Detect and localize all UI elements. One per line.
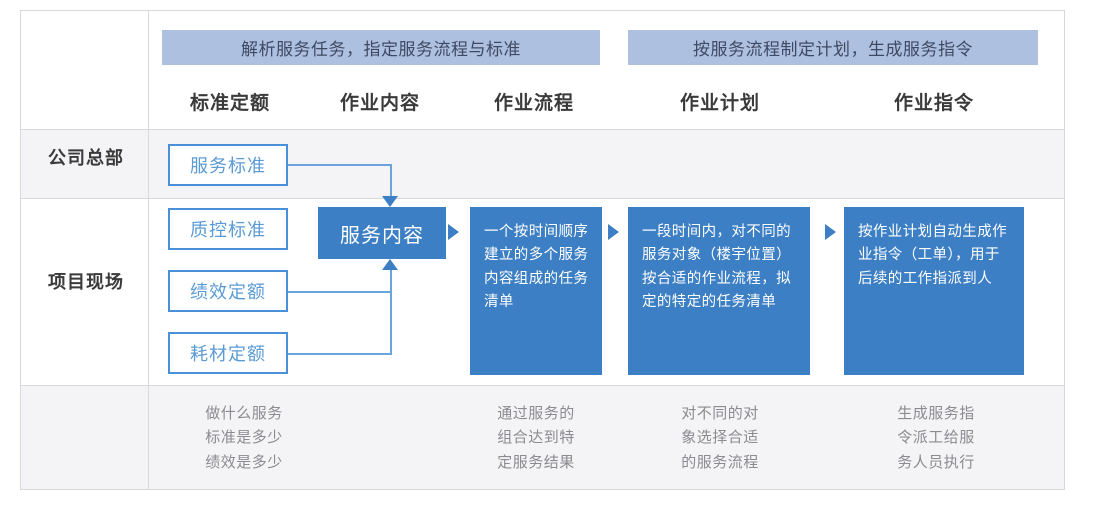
connector-performance-horizontal [288, 291, 392, 293]
column-header-task-flow: 作业流程 [493, 93, 574, 114]
footer-note-content: 通过服务的组合达到特定服务结果 [497, 405, 575, 471]
grid-line-site-bottom [20, 385, 1065, 386]
grid-line-right [1064, 10, 1065, 490]
footer-note-order: 生成服务指令派工给服务人员执行 [897, 405, 975, 471]
arrow-into-service-content-top [382, 196, 398, 207]
grid-line-left [20, 10, 21, 490]
box-work-plan[interactable]: 一段时间内，对不同的服务对象（楼宇位置）按合适的作业流程，拟定的特定的任务清单 [628, 207, 810, 375]
table-grid [20, 10, 1065, 490]
connector-standard-horizontal [288, 164, 392, 166]
footer-note-standard: 做什么服务标准是多少绩效是多少 [205, 405, 283, 471]
box-consumable-quota[interactable]: 耗材定额 [168, 332, 288, 374]
box-performance-quota[interactable]: 绩效定额 [168, 270, 288, 312]
column-header-task-plan: 作业计划 [679, 93, 760, 114]
grid-line-header-bottom [20, 129, 1065, 130]
connector-standard-vertical [390, 164, 392, 202]
column-header-task-order: 作业指令 [893, 93, 974, 114]
row-shade-footer [20, 385, 1065, 490]
row-label-project-site: 项目现场 [48, 272, 124, 292]
row-label-headquarters: 公司总部 [48, 148, 124, 168]
box-quality-standard[interactable]: 质控标准 [168, 208, 288, 250]
arrow-flow-to-plan [608, 224, 619, 240]
box-service-standard[interactable]: 服务标准 [168, 144, 288, 186]
footer-note-flow: 对不同的对象选择合适的服务流程 [681, 405, 759, 471]
arrow-content-to-flow [448, 224, 459, 240]
grid-line-bottom [20, 489, 1065, 490]
box-service-content[interactable]: 服务内容 [318, 207, 446, 259]
banner-plan-from-flow: 按服务流程制定计划，生成服务指令 [628, 30, 1038, 65]
grid-line-label-col [148, 10, 149, 490]
grid-line-top [20, 10, 1065, 11]
connector-lower-vertical [390, 266, 392, 355]
box-work-flow[interactable]: 一个按时间顺序建立的多个服务内容组成的任务清单 [470, 207, 602, 375]
grid-line-hq-bottom [20, 198, 1065, 199]
column-header-task-content: 作业内容 [339, 93, 420, 114]
arrow-plan-to-order [825, 224, 836, 240]
banner-parse-service-task: 解析服务任务，指定服务流程与标准 [162, 30, 600, 65]
connector-consumable-horizontal [288, 353, 392, 355]
box-work-order[interactable]: 按作业计划自动生成作业指令（工单），用于后续的工作指派到人 [844, 207, 1024, 375]
column-header-std-quota: 标准定额 [189, 93, 270, 114]
arrow-into-service-content-bottom [382, 259, 398, 270]
